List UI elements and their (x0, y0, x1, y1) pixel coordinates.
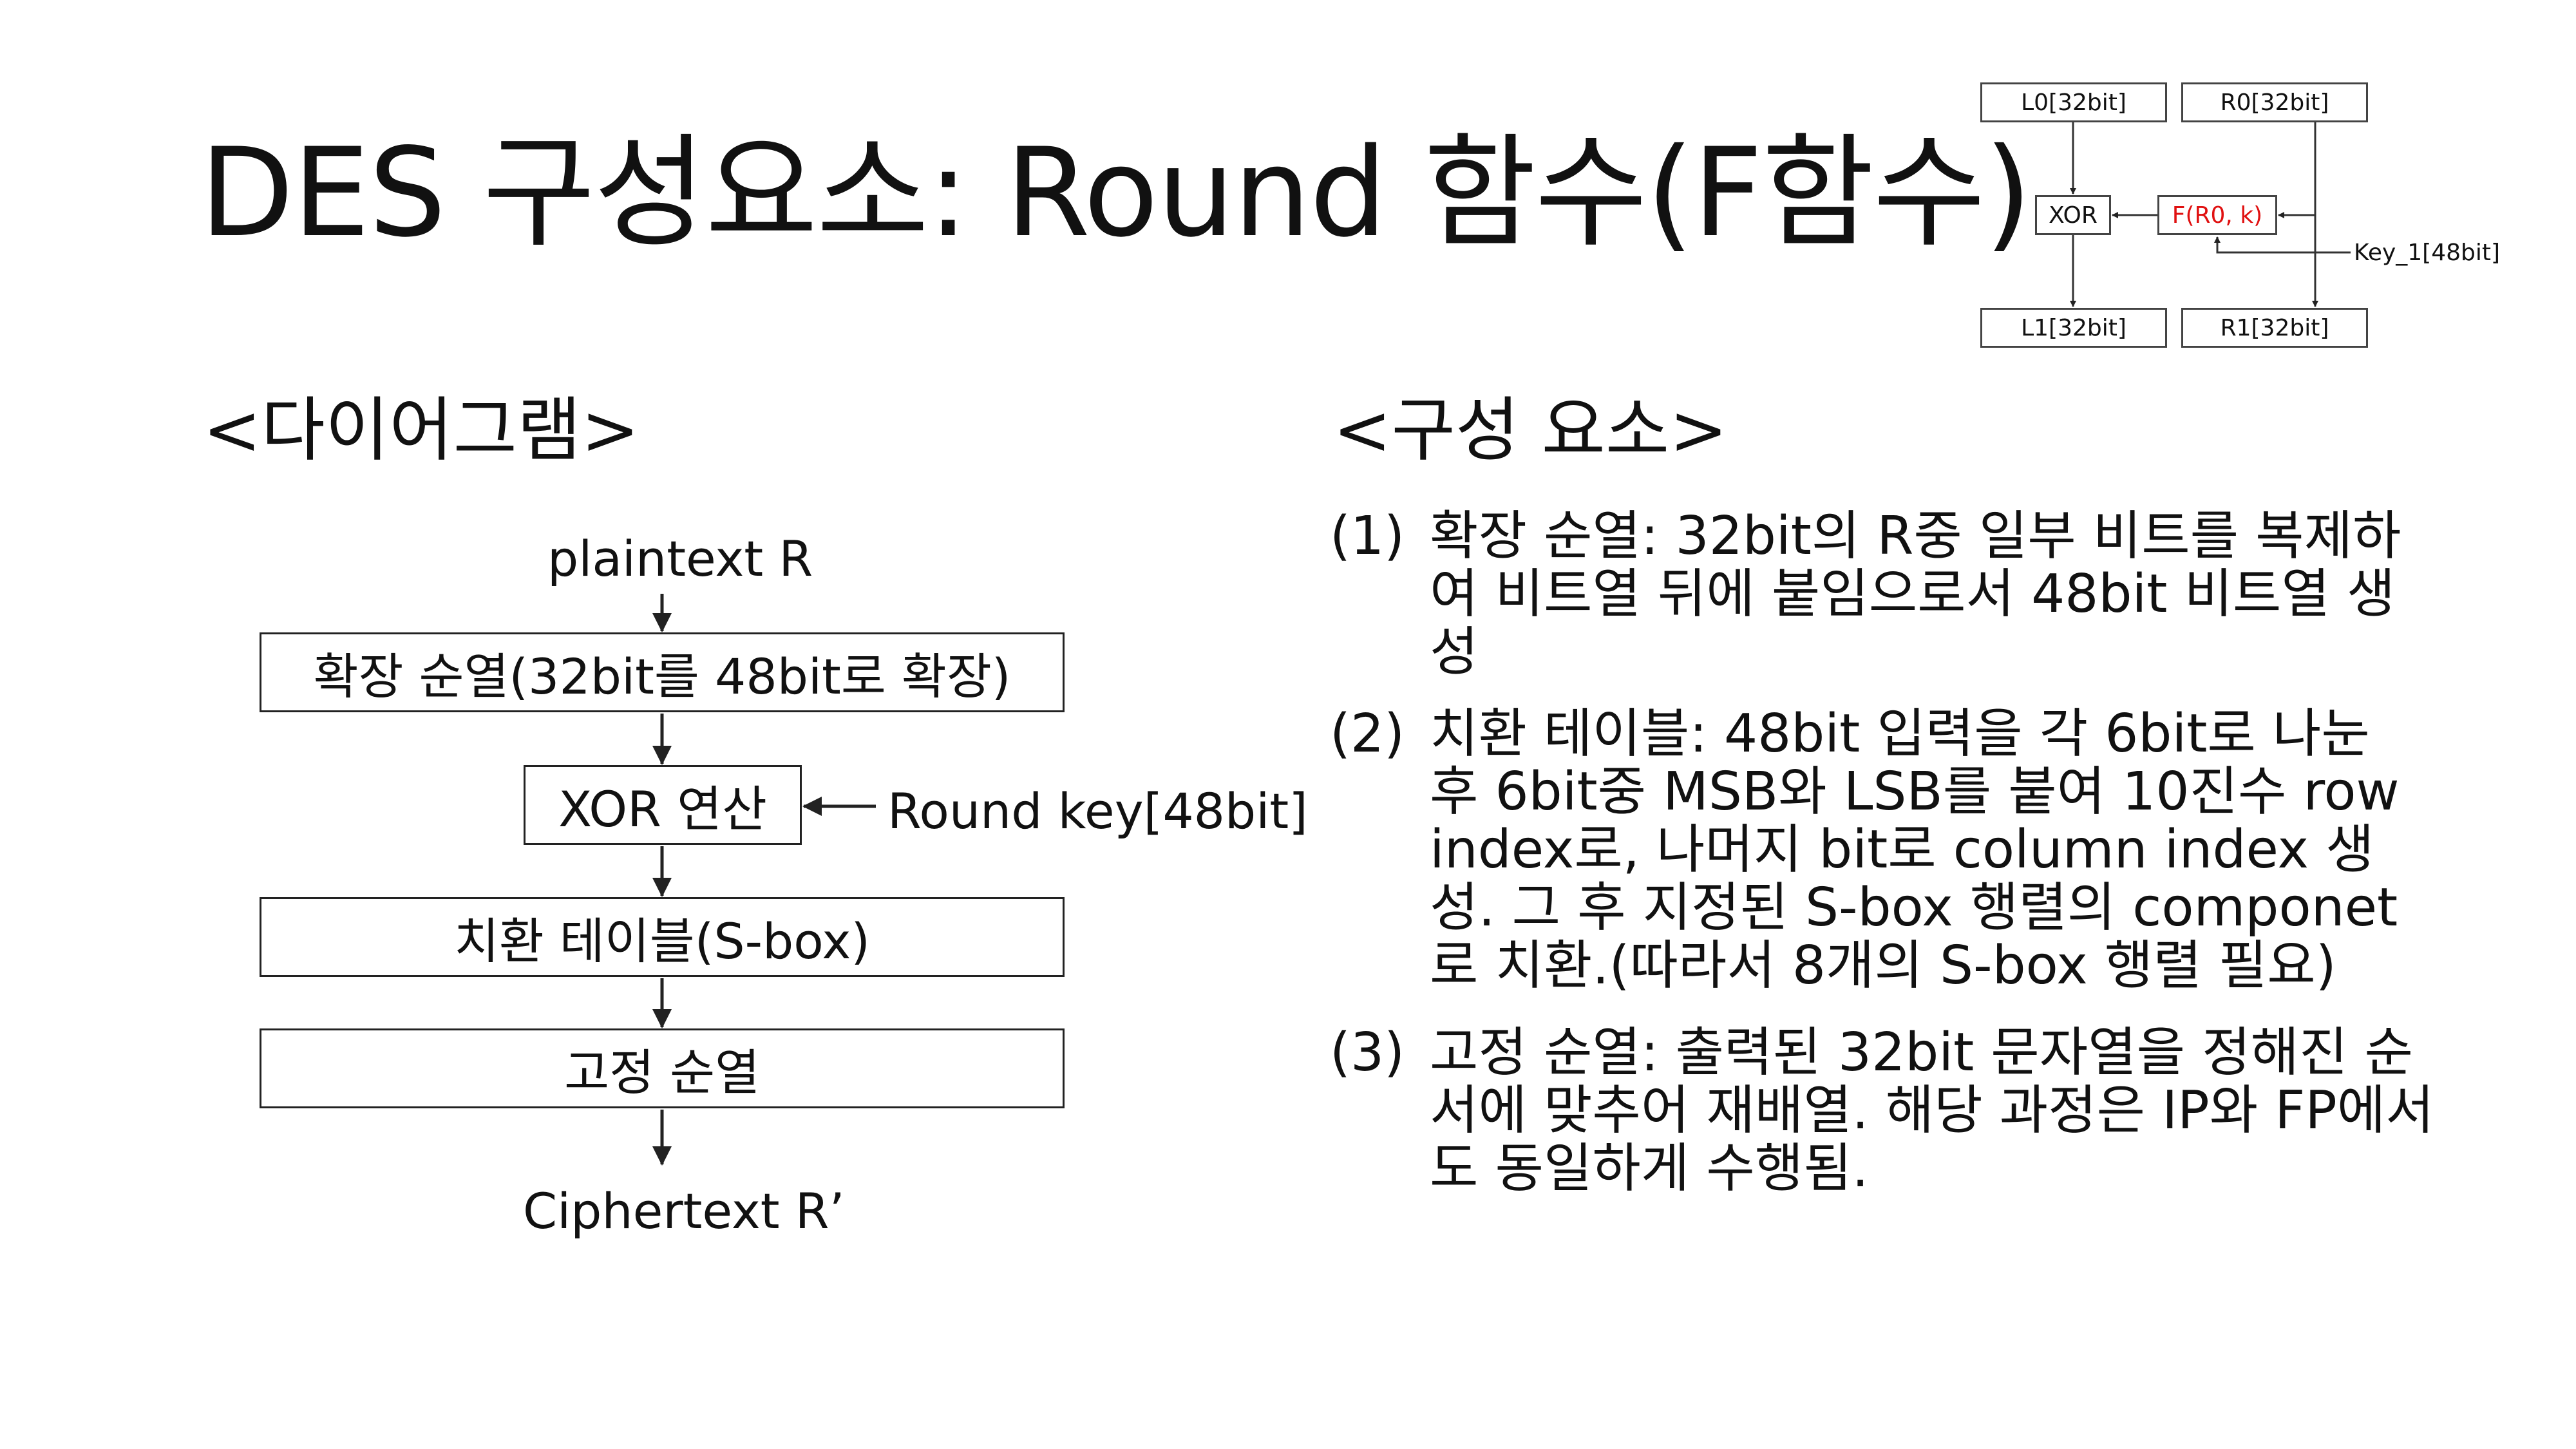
mini-l1-box: L1[32bit] (1980, 308, 2167, 348)
mini-l0-box: L0[32bit] (1980, 82, 2167, 122)
mini-f-box: F(R0, k) (2157, 195, 2277, 235)
mini-arrow-key-to-f (2214, 236, 2351, 254)
component-item-3-number: (3) (1330, 1022, 1405, 1083)
fixed-permutation-box: 고정 순열 (260, 1028, 1065, 1108)
mini-r1-box: R1[32bit] (2181, 308, 2368, 348)
input-label: plaintext R (547, 530, 813, 587)
component-item-3-text: 고정 순열: 출력된 32bit 문자열을 정해진 순서에 맞추어 재배열. 해… (1430, 1022, 2434, 1199)
component-item-2-text: 치환 테이블: 48bit 입력을 각 6bit로 나눈 후 6bit중 MSB… (1430, 703, 2400, 996)
sbox-substitution-box: 치환 테이블(S-box) (260, 897, 1065, 977)
diagram-heading: <다이어그램> (203, 390, 639, 471)
mini-key-label: Key_1[48bit] (2354, 240, 2501, 266)
round-key-label: Round key[48bit] (887, 782, 1308, 840)
component-item-1-text: 확장 순열: 32bit의 R중 일부 비트를 복제하여 비트열 뒤에 붙임으로… (1430, 506, 2401, 683)
expansion-permutation-box: 확장 순열(32bit를 48bit로 확장) (260, 632, 1065, 712)
components-heading: <구성 요소> (1333, 390, 1728, 471)
mini-xor-box: XOR (2035, 195, 2111, 235)
component-item-1-number: (1) (1330, 506, 1405, 567)
mini-r0-box: R0[32bit] (2181, 82, 2368, 122)
component-item-2-number: (2) (1330, 703, 1405, 764)
output-label: Ciphertext R’ (523, 1182, 845, 1240)
slide-title: DES 구성요소: Round 함수(F함수) (200, 122, 2032, 264)
xor-operation-box: XOR 연산 (524, 765, 802, 845)
